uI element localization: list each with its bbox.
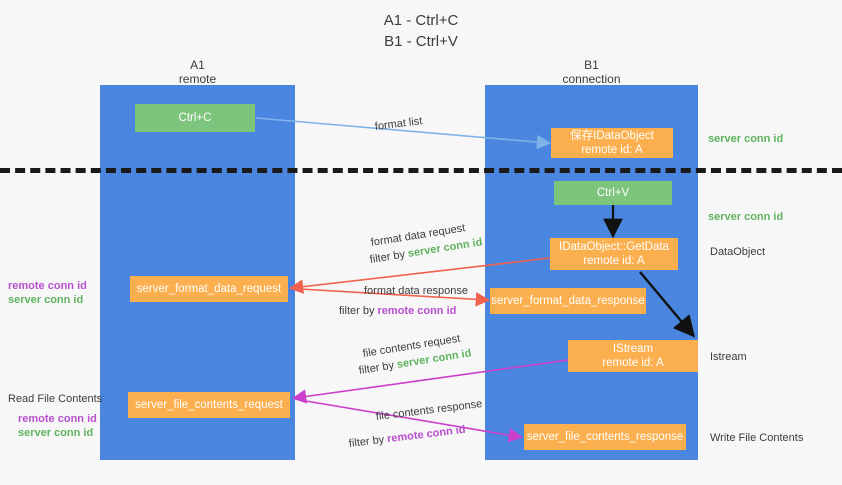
node-server-format-data-request: server_format_data_request	[130, 276, 288, 302]
annotation-server-conn-id-2-text: server conn id	[18, 427, 94, 439]
edge-label-format-data-response: format data response	[364, 284, 468, 299]
title-line-2: B1 - Ctrl+V	[384, 33, 458, 50]
annotation-server-conn-id-2: server conn id	[18, 426, 93, 441]
edge-label-format-data-response-text: format data response	[364, 285, 468, 297]
annotation-read-file-contents: Read File Contents	[8, 392, 102, 407]
node-istream-line2: remote id: A	[602, 357, 664, 369]
edge-label-format-data-response-filter-prefix: filter by	[339, 305, 378, 317]
annotation-read-file-contents-text: Read File Contents	[8, 393, 103, 405]
node-server-format-data-response-label: server_format_data_response	[491, 295, 645, 307]
node-istream: IStream remote id: A	[568, 340, 698, 372]
column-header-a1: A1 remote	[100, 58, 295, 86]
annotation-server-conn-id-top-text: server conn id	[708, 133, 784, 145]
annotation-remote-conn-id-1: remote conn id	[8, 279, 87, 294]
annotation-remote-conn-id-2: remote conn id	[18, 412, 97, 427]
annotation-istream-text: Istream	[710, 351, 747, 363]
title-line-1: A1 - Ctrl+C	[383, 12, 459, 29]
column-header-a1-sub: remote	[178, 72, 217, 86]
annotation-server-conn-id-1-text: server conn id	[8, 294, 84, 306]
annotation-remote-conn-id-1-text: remote conn id	[8, 280, 87, 292]
edge-label-file-contents-response-filter-prefix: filter by	[348, 433, 388, 450]
node-server-file-contents-response-label: server_file_contents_response	[526, 431, 684, 443]
column-header-b1: B1 connection	[485, 58, 698, 86]
node-idataobject-getdata-line2: remote id: A	[583, 255, 645, 267]
connector-format-data-request	[288, 257, 551, 294]
edge-label-format-data-response-filter: filter by remote conn id	[339, 304, 456, 319]
node-istream-line1: IStream	[612, 343, 654, 355]
node-save-idataobject-line2: remote id: A	[581, 144, 643, 156]
annotation-server-conn-id-mid: server conn id	[708, 210, 783, 225]
column-header-b1-sub: connection	[562, 72, 621, 86]
node-server-file-contents-request: server_file_contents_request	[128, 392, 290, 418]
connector-file-contents-response	[299, 399, 524, 443]
divider-dashed	[0, 168, 842, 173]
annotation-dataobject-text: DataObject	[710, 246, 766, 258]
node-server-file-contents-request-label: server_file_contents_request	[135, 399, 283, 411]
annotation-server-conn-id-top: server conn id	[708, 132, 783, 147]
annotation-server-conn-id-1: server conn id	[8, 293, 83, 308]
node-server-format-data-response: server_format_data_response	[490, 288, 646, 314]
column-header-b1-name: B1	[584, 58, 599, 72]
connector-format-data-response	[299, 288, 491, 307]
edge-label-format-data-response-filter-value: remote conn id	[377, 305, 457, 317]
node-server-file-contents-response: server_file_contents_response	[524, 424, 686, 450]
annotation-remote-conn-id-2-text: remote conn id	[18, 413, 97, 425]
annotation-write-file-contents: Write File Contents	[710, 431, 803, 446]
node-ctrl-c: Ctrl+C	[135, 104, 255, 132]
node-idataobject-getdata: IDataObject::GetData remote id: A	[550, 238, 678, 270]
node-save-idataobject: 保存IDataObject remote id: A	[551, 128, 673, 158]
connector-getdata-to-istream	[639, 271, 696, 338]
connector-format-list	[255, 117, 552, 150]
node-ctrl-v: Ctrl+V	[554, 181, 672, 205]
node-ctrl-v-label: Ctrl+V	[596, 187, 630, 199]
column-header-a1-name: A1	[190, 58, 205, 72]
annotation-server-conn-id-mid-text: server conn id	[708, 211, 784, 223]
annotation-istream: Istream	[710, 350, 747, 365]
connector-file-contents-request	[291, 359, 569, 404]
node-idataobject-getdata-line1: IDataObject::GetData	[559, 241, 669, 253]
page-title: A1 - Ctrl+C B1 - Ctrl+V	[0, 10, 842, 52]
node-save-idataobject-line1: 保存IDataObject	[570, 130, 654, 142]
annotation-write-file-contents-text: Write File Contents	[710, 432, 804, 444]
node-ctrl-c-label: Ctrl+C	[178, 112, 212, 124]
annotation-dataobject: DataObject	[710, 245, 765, 260]
node-server-format-data-request-label: server_format_data_request	[136, 283, 282, 295]
